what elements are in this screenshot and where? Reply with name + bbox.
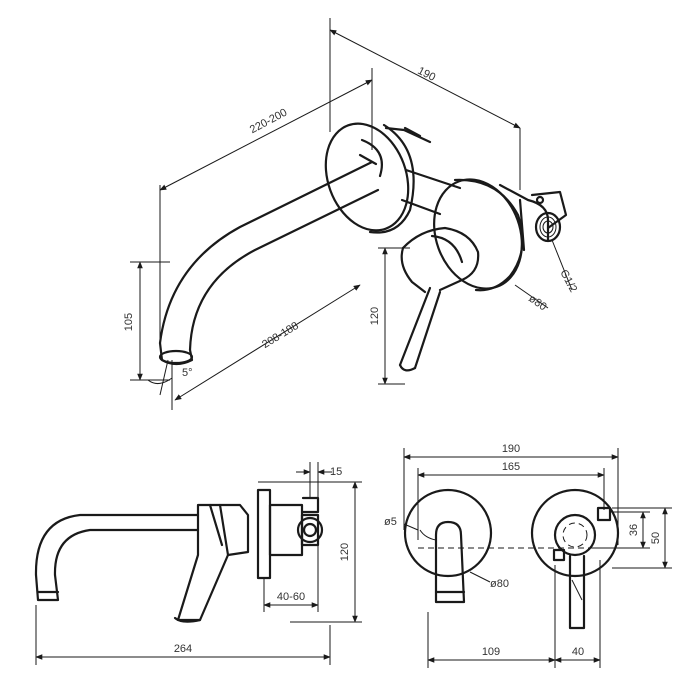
front-mixer-rosette [530, 488, 620, 630]
iso-dim-190: 190 [329, 18, 521, 190]
iso-dim-5deg: 5° [147, 359, 193, 396]
front-dim-36: 36 [590, 511, 650, 549]
front-dim-190: 190 [403, 443, 619, 545]
side-dim-264-label: 264 [174, 643, 192, 655]
side-dim-120-label: 120 [339, 543, 351, 561]
side-spout [34, 513, 200, 602]
side-dim-40-60: 40-60 [263, 545, 319, 612]
front-dim-40-label: 40 [572, 646, 584, 658]
iso-spout-rosette [324, 122, 432, 234]
side-dim-40-60-label: 40-60 [277, 591, 305, 603]
front-dim-36-label: 36 [628, 524, 640, 536]
front-dim-d80: ø80 [469, 571, 509, 590]
iso-lever-handle [398, 226, 480, 372]
side-dim-264: 264 [35, 605, 331, 665]
iso-dim-208-188-label: 208-188 [260, 320, 301, 351]
iso-dim-220-200-label: 220-200 [248, 107, 289, 137]
front-dim-d5: ø5 [384, 516, 419, 531]
side-dim-120: 120 [258, 481, 362, 623]
iso-spout [158, 138, 383, 366]
front-dim-40: 40 [554, 560, 601, 668]
side-body [256, 488, 324, 580]
front-dim-50-label: 50 [650, 532, 662, 544]
side-view: 15 120 40-60 264 [34, 462, 362, 665]
iso-dim-g12: G1/2 [551, 239, 579, 295]
iso-dim-120: 120 [369, 247, 410, 385]
front-dim-165: 165 [417, 461, 605, 540]
side-handle [173, 503, 250, 623]
front-view: 190 165 ø5 ø80 36 50 [384, 443, 672, 668]
front-dim-50: 50 [612, 507, 672, 569]
iso-mixer-rosette [433, 178, 524, 292]
iso-dim-g12-label: G1/2 [557, 268, 579, 295]
iso-dim-190-label: 190 [415, 65, 437, 84]
iso-dim-5deg-label: 5° [182, 367, 193, 379]
side-dim-15: 15 [296, 462, 342, 498]
front-dim-165-label: 165 [502, 461, 520, 473]
iso-dim-120-label: 120 [369, 307, 381, 325]
side-dim-15-label: 15 [330, 466, 342, 478]
isometric-view: 190 220-200 105 208-188 5° 12 [123, 18, 579, 410]
iso-dim-105-label: 105 [123, 313, 135, 331]
iso-inlet-fitting [530, 190, 568, 243]
front-dim-d5-label: ø5 [384, 516, 397, 528]
iso-dim-220-200: 220-200 [159, 68, 373, 340]
iso-dim-d80: ø80 [514, 284, 549, 313]
front-dim-190-label: 190 [502, 443, 520, 455]
iso-dim-105: 105 [123, 261, 170, 381]
front-dim-109-label: 109 [482, 646, 500, 658]
front-dim-d80-label: ø80 [490, 578, 509, 590]
front-dim-109: 109 [427, 565, 556, 668]
front-spout-rosette [403, 488, 493, 604]
